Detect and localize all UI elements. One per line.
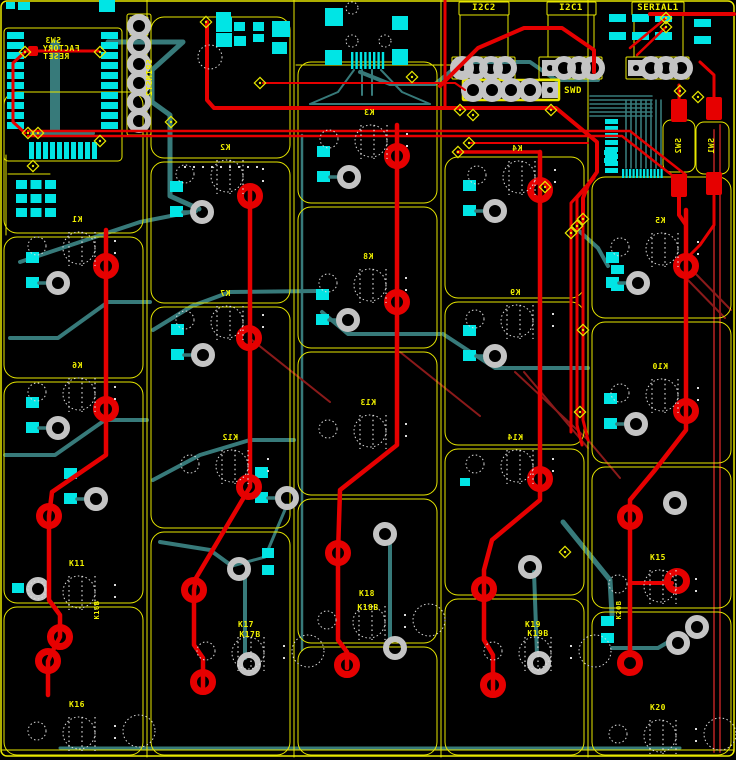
silk-label-k10: K10 (652, 362, 668, 371)
relay-cell-outline-c3r3 (297, 351, 438, 496)
silk-label-k17: K17 (238, 620, 254, 629)
vias (18, 11, 705, 559)
silk-label-factory: FACTORY (42, 44, 79, 53)
silk-label-k9: K9 (510, 288, 521, 297)
mcu-module-outline (3, 27, 123, 162)
silk-label-sw3: SW3 (45, 36, 61, 45)
top-copper-traces (11, 0, 736, 698)
relay-cell-outline-c2r4 (150, 531, 291, 756)
relay-cell-outline-c2r3 (150, 306, 291, 529)
relay-cell-outline-c1r3 (3, 381, 144, 604)
i2c1-label-box (546, 1, 597, 16)
relay-cell-outline-c3r4 (297, 498, 438, 644)
silk-label-spimst2: SPIMST2 (145, 59, 154, 96)
silk-label-k2: K2 (220, 143, 231, 152)
relay-cell-outline-c3r5 (297, 646, 438, 756)
top-copper-rings (35, 143, 699, 698)
relay-cell-outline-c1r1 (3, 91, 144, 234)
relay-cell-outline-c1r2 (3, 236, 144, 379)
silk-label-sw1: SW1 (707, 138, 716, 154)
i2c2-label-box (458, 1, 510, 16)
silk-label-swd: SWD (564, 86, 582, 96)
silk-label-k5: K5 (655, 216, 666, 225)
silk-label-k1: K1 (72, 215, 83, 224)
silk-label-k20b: K20B (615, 601, 623, 620)
relay-silk-dots (27, 1, 736, 754)
relay-cell-outline-c5r4 (591, 611, 732, 756)
silk-label-sw2: SW2 (674, 138, 683, 154)
silk-label-k20: K20 (650, 703, 666, 712)
relay-cell-outline-c2r2 (150, 161, 291, 304)
silk-label-k18b: K18B (357, 603, 378, 612)
silk-label-k3: K3 (364, 108, 375, 117)
cyan-pads (6, 0, 711, 643)
relay-cell-outline-c4r3 (444, 448, 585, 596)
silk-label-k19: K19 (525, 620, 541, 629)
relay-cell-outline-c3r1 (297, 61, 438, 204)
silk-label-i2c2: I2C2 (472, 3, 496, 13)
silk-label-k17b: K17B (239, 630, 260, 639)
silk-label-k15: K15 (650, 553, 666, 562)
silk-label-k16: K16 (69, 700, 85, 709)
silk-label-k14: K14 (507, 433, 523, 442)
relay-cell-outline-c3r2 (297, 206, 438, 349)
silk-label-k8: K8 (363, 252, 374, 261)
silk-label-k19b: K19B (527, 629, 548, 638)
silk-label-k13: K13 (360, 398, 376, 407)
silk-label-k6: K6 (72, 361, 83, 370)
relay-cell-outline-c1r4 (3, 606, 144, 756)
silk-label-k11: K11 (69, 559, 85, 568)
relay-cell-outline-c4r4 (444, 598, 585, 756)
silk-label-k12: K12 (222, 433, 238, 442)
silk-label-k18: K18 (359, 589, 375, 598)
silk-label-serial1: SERIAL1 (637, 3, 678, 13)
silk-label-k16b: K16B (93, 601, 101, 620)
plated-holes (26, 14, 709, 676)
silk-label-k4: K4 (512, 144, 523, 153)
silk-label-i2c1: I2C1 (559, 3, 583, 13)
relay-cell-outline-c5r3 (591, 466, 732, 609)
silk-label-k7: K7 (220, 289, 231, 298)
silk-label-reset: RESET (43, 52, 70, 61)
